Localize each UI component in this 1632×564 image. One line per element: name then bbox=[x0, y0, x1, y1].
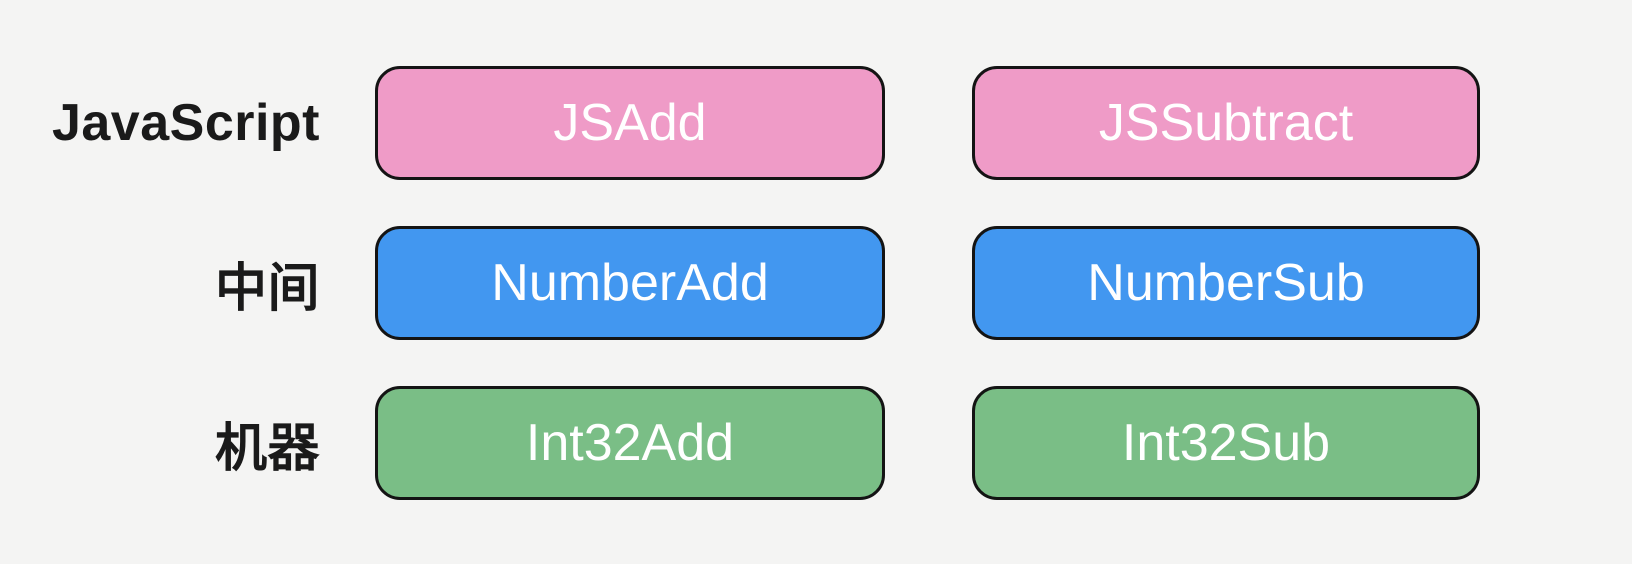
node-jsadd: JSAdd bbox=[375, 66, 885, 180]
row-machine-level: 机器 Int32Add Int32Sub bbox=[0, 386, 1632, 500]
javascript-level-label: JavaScript bbox=[51, 94, 320, 152]
node-numberadd: NumberAdd bbox=[375, 226, 885, 340]
row-javascript-level: JavaScript JSAdd JSSubtract bbox=[0, 66, 1632, 180]
node-numbersub: NumberSub bbox=[972, 226, 1480, 340]
node-int32add: Int32Add bbox=[375, 386, 885, 500]
intermediate-level-label: 中间 bbox=[214, 259, 320, 318]
machine-level-label: 机器 bbox=[214, 419, 320, 478]
row-intermediate-level: 中间 NumberAdd NumberSub bbox=[0, 226, 1632, 340]
node-int32sub: Int32Sub bbox=[972, 386, 1480, 500]
node-jssubtract: JSSubtract bbox=[972, 66, 1480, 180]
